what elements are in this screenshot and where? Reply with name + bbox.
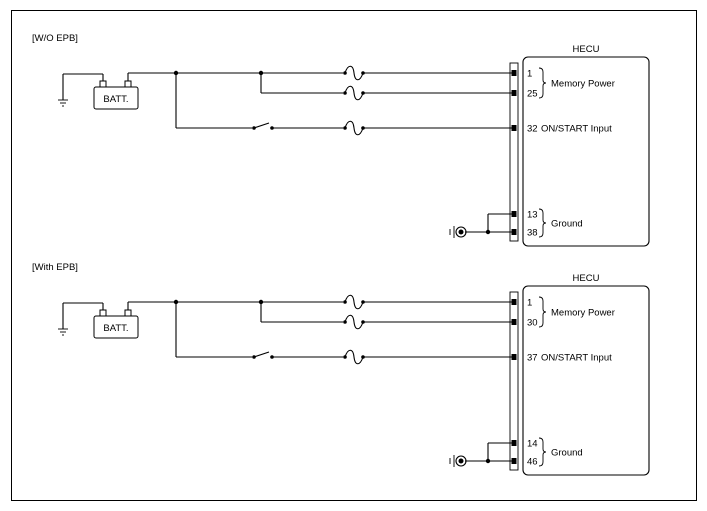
- ground-icon: [58, 328, 68, 336]
- battery-negative-terminal: [99, 80, 107, 88]
- fuse-element: [344, 85, 364, 101]
- battery-label: BATT.: [103, 94, 128, 105]
- brace-icon: [538, 437, 547, 467]
- pin-number: 25: [527, 89, 538, 100]
- ground-icon: [58, 99, 68, 107]
- chassis-ground-ring: [455, 455, 467, 467]
- ground-label: Ground: [551, 219, 583, 230]
- connector-pin-icon: [511, 354, 517, 360]
- pin-number: 1: [527, 69, 532, 80]
- battery-positive-terminal: [124, 309, 132, 317]
- section-without-epb: [W/O EPB] HECU BATT. 1 25 32 13 38 Memory PowerO…: [32, 33, 650, 247]
- pin-number: 13: [527, 210, 538, 221]
- battery-positive-terminal: [124, 80, 132, 88]
- ecu-box: [522, 56, 650, 247]
- connector-pin-icon: [511, 440, 517, 446]
- ecu-title: HECU: [573, 44, 600, 55]
- switch-blade: [253, 351, 270, 358]
- ignition-input-label: ON/START Input: [541, 353, 612, 364]
- ignition-switch-icon: [252, 122, 274, 130]
- section-heading: [W/O EPB]: [32, 33, 78, 44]
- connector-pin-icon: [511, 211, 517, 217]
- memory-power-label: Memory Power: [551, 308, 615, 319]
- connector-housing: [509, 62, 519, 242]
- chassis-ground-center: [458, 458, 464, 464]
- connector-housing: [509, 291, 519, 471]
- pin-number: 14: [527, 439, 538, 450]
- connector-pin-icon: [511, 125, 517, 131]
- connector-pin-icon: [511, 319, 517, 325]
- brace-icon: [538, 296, 547, 328]
- pin-number: 46: [527, 457, 538, 468]
- fuse-icon: [343, 294, 365, 310]
- junction-dot: [485, 458, 491, 464]
- junction-dot: [485, 229, 491, 235]
- fuse-element: [344, 314, 364, 330]
- section-with-epb: [With EPB] HECU BATT. 1 30 37 14 46 Memory Power…: [32, 262, 650, 476]
- fuse-element: [344, 120, 364, 136]
- switch-blade: [253, 122, 270, 129]
- section-heading: [With EPB]: [32, 262, 78, 273]
- chassis-ground-ring: [455, 226, 467, 238]
- brace-icon: [538, 67, 547, 99]
- ground-label: Ground: [551, 448, 583, 459]
- chassis-ground-center: [458, 229, 464, 235]
- fuse-element: [344, 294, 364, 310]
- chassis-ground-icon: [449, 455, 467, 467]
- pin-number: 1: [527, 298, 532, 309]
- ecu-box: [522, 285, 650, 476]
- pin-number: 38: [527, 228, 538, 239]
- connector-pin-icon: [511, 229, 517, 235]
- fuse-icon: [343, 314, 365, 330]
- battery-negative-terminal: [99, 309, 107, 317]
- battery-body: [93, 86, 139, 110]
- ignition-input-label: ON/START Input: [541, 124, 612, 135]
- connector-pin-icon: [511, 90, 517, 96]
- connector-pin-icon: [511, 458, 517, 464]
- pin-number: 37: [527, 353, 538, 364]
- ignition-switch-icon: [252, 351, 274, 359]
- fuse-icon: [343, 349, 365, 365]
- chassis-ground-icon: [449, 226, 467, 238]
- fuse-element: [344, 349, 364, 365]
- ecu-title: HECU: [573, 273, 600, 284]
- battery-label: BATT.: [103, 323, 128, 334]
- fuse-element: [344, 65, 364, 81]
- pin-number: 30: [527, 318, 538, 329]
- connector-pin-icon: [511, 299, 517, 305]
- outer-border: [11, 10, 697, 501]
- fuse-icon: [343, 120, 365, 136]
- fuse-icon: [343, 65, 365, 81]
- connector-pin-icon: [511, 70, 517, 76]
- brace-icon: [538, 208, 547, 238]
- fuse-icon: [343, 85, 365, 101]
- pin-number: 32: [527, 124, 538, 135]
- memory-power-label: Memory Power: [551, 79, 615, 90]
- battery-body: [93, 315, 139, 339]
